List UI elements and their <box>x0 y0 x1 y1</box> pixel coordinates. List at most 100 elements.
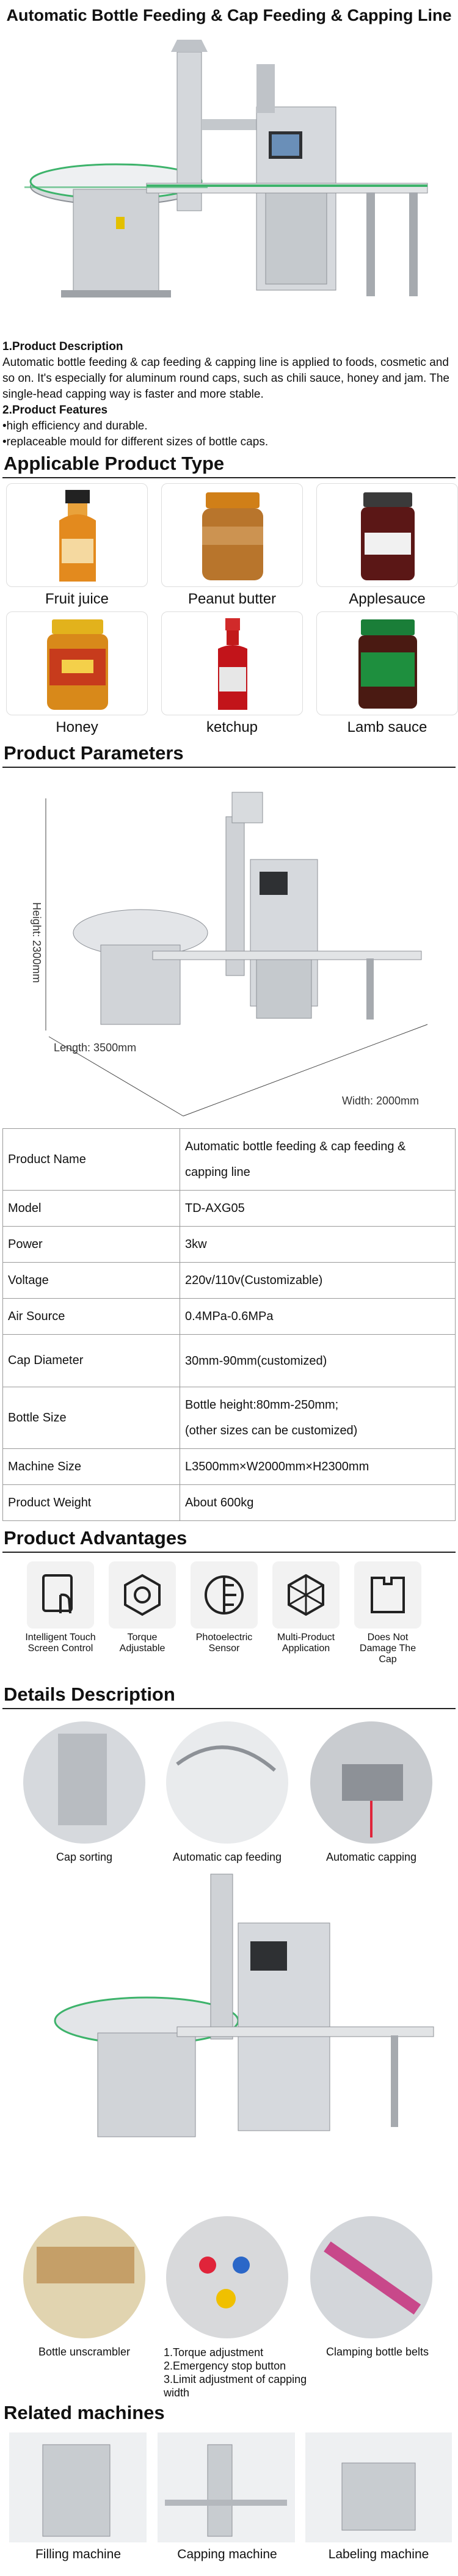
advantage-label: Adjustable <box>119 1643 165 1654</box>
table-row: Bottle Size Bottle height:80mm-250mm; (o… <box>2 1387 456 1449</box>
control-list-item: 3.Limit adjustment of capping <box>164 2373 307 2385</box>
param-key: Machine Size <box>2 1448 180 1485</box>
param-key: Power <box>2 1226 180 1263</box>
advantage-item: Multi-Product Application <box>270 1561 342 1681</box>
nut-icon <box>109 1561 176 1629</box>
table-row: Product Name Automatic bottle feeding & … <box>2 1128 456 1191</box>
detail-caption: Automatic capping <box>325 1851 417 1863</box>
advantage-label: Screen Control <box>27 1643 93 1654</box>
product-card: Lamb sauce <box>316 611 458 740</box>
param-key: Bottle Size <box>2 1387 180 1449</box>
param-value: TD-AXG05 <box>180 1190 456 1227</box>
detail-caption: Automatic cap feeding <box>172 1851 282 1863</box>
details-title: Details Description <box>4 1684 175 1705</box>
width-dimension-label: Width: 2000mm <box>342 1095 420 1107</box>
param-value: About 600kg <box>180 1484 456 1521</box>
description-text: Automatic bottle feeding & cap feeding &… <box>2 356 449 401</box>
related-caption: Filling machine <box>35 2547 122 2561</box>
touch-screen-icon <box>27 1561 94 1629</box>
product-card: Honey <box>6 611 148 740</box>
product-card: Applesauce <box>316 483 458 611</box>
product-card: Fruit juice <box>6 483 148 611</box>
ketchup-bottle-image <box>161 611 303 715</box>
juice-bottle-image <box>6 483 148 587</box>
parameters-title: Product Parameters <box>4 742 184 764</box>
param-value: 30mm-90mm(customized) <box>180 1334 456 1387</box>
features-heading: 2.Product Features <box>2 404 108 417</box>
control-list-item: width <box>164 2387 190 2399</box>
sensor-icon <box>191 1561 258 1629</box>
param-key: Model <box>2 1190 180 1227</box>
peanut-butter-jar-image <box>161 483 303 587</box>
param-value: L3500mm×W2000mm×H2300mm <box>180 1448 456 1485</box>
table-row: Cap Diameter 30mm-90mm(customized) <box>2 1334 456 1387</box>
product-label: Fruit juice <box>45 591 109 607</box>
param-key: Voltage <box>2 1262 180 1299</box>
advantage-label: Multi-Product <box>277 1632 335 1643</box>
applesauce-jar-image <box>316 483 458 587</box>
hero-section: Automatic Bottle Feeding & Cap Feeding &… <box>0 0 458 327</box>
advantage-label: Photoelectric <box>195 1632 253 1643</box>
related-caption: Labeling machine <box>328 2547 429 2561</box>
section-divider <box>2 1552 456 1553</box>
param-key: Product Name <box>2 1128 180 1191</box>
applicable-grid: Fruit juice Peanut butter Applesauce Hon… <box>0 478 458 740</box>
param-value-line: Bottle height:80mm-250mm; <box>185 1398 339 1412</box>
advantage-label: Does Not <box>367 1632 409 1643</box>
advantage-label: Intelligent Touch <box>25 1632 96 1643</box>
table-row: Voltage 220v/110v(Customizable) <box>2 1262 456 1299</box>
section-divider <box>2 767 456 768</box>
honey-jar-image <box>6 611 148 715</box>
advantage-label: Sensor <box>208 1643 240 1654</box>
table-row: Air Source 0.4MPa-0.6MPa <box>2 1298 456 1335</box>
advantage-item: Photoelectric Sensor <box>188 1561 260 1681</box>
table-row: Product Weight About 600kg <box>2 1484 456 1521</box>
detail-caption: Cap sorting <box>56 1851 113 1863</box>
applicable-title: Applicable Product Type <box>4 453 225 474</box>
detail-caption: Bottle unscrambler <box>38 2346 131 2358</box>
section-divider <box>2 1708 456 1709</box>
advantages-row: Intelligent Touch Screen Control Torque … <box>0 1553 458 1681</box>
advantage-item: Does Not Damage The Cap <box>352 1561 424 1681</box>
details-illustration <box>23 1721 434 2338</box>
table-row: Machine Size L3500mm×W2000mm×H2300mm <box>2 1448 456 1485</box>
description-heading: 1.Product Description <box>2 340 123 353</box>
related-caption: Capping machine <box>177 2547 277 2561</box>
length-dimension-label: Length: 3500mm <box>54 1042 137 1054</box>
product-label: Honey <box>56 719 98 735</box>
height-dimension-label: Height: 2300mm <box>31 902 43 983</box>
cap-icon <box>354 1561 421 1629</box>
control-list: 1.Torque adjustment 2.Emergency stop but… <box>164 2346 310 2399</box>
advantage-item: Torque Adjustable <box>106 1561 178 1681</box>
hero-title: Automatic Bottle Feeding & Cap Feeding &… <box>6 6 452 24</box>
hero-machine-image <box>24 40 428 297</box>
param-value-line: (other sizes can be customized) <box>185 1424 358 1437</box>
control-list-item: 1.Torque adjustment <box>164 2346 264 2359</box>
sauce-jar-image <box>316 611 458 715</box>
advantage-label: Application <box>282 1643 330 1654</box>
product-label: ketchup <box>206 719 258 735</box>
param-key: Cap Diameter <box>2 1334 180 1387</box>
advantages-title: Product Advantages <box>4 1527 187 1549</box>
detail-caption: Clamping bottle belts <box>325 2346 429 2358</box>
product-card: Peanut butter <box>161 483 303 611</box>
advantage-item: Intelligent Touch Screen Control <box>24 1561 96 1681</box>
param-key: Product Weight <box>2 1484 180 1521</box>
table-row: Model TD-AXG05 <box>2 1190 456 1227</box>
param-value: Automatic bottle feeding & cap feeding &… <box>180 1128 456 1191</box>
related-title: Related machines <box>4 2402 165 2423</box>
param-value: Bottle height:80mm-250mm; (other sizes c… <box>180 1387 456 1449</box>
section-divider <box>2 477 456 478</box>
product-label: Applesauce <box>349 591 426 607</box>
parameters-table: Product Name Automatic bottle feeding & … <box>2 1128 456 1521</box>
feature-item: •replaceable mould for different sizes o… <box>2 436 269 448</box>
product-label: Peanut butter <box>187 591 277 607</box>
advantage-label: Torque <box>127 1632 158 1643</box>
control-list-item: 2.Emergency stop button <box>164 2360 286 2372</box>
param-value: 220v/110v(Customizable) <box>180 1262 456 1299</box>
param-value: 0.4MPa-0.6MPa <box>180 1298 456 1335</box>
table-row: Power 3kw <box>2 1226 456 1263</box>
param-value: 3kw <box>180 1226 456 1263</box>
related-machines: Filling machine Capping machine Labeling… <box>0 2426 458 2576</box>
